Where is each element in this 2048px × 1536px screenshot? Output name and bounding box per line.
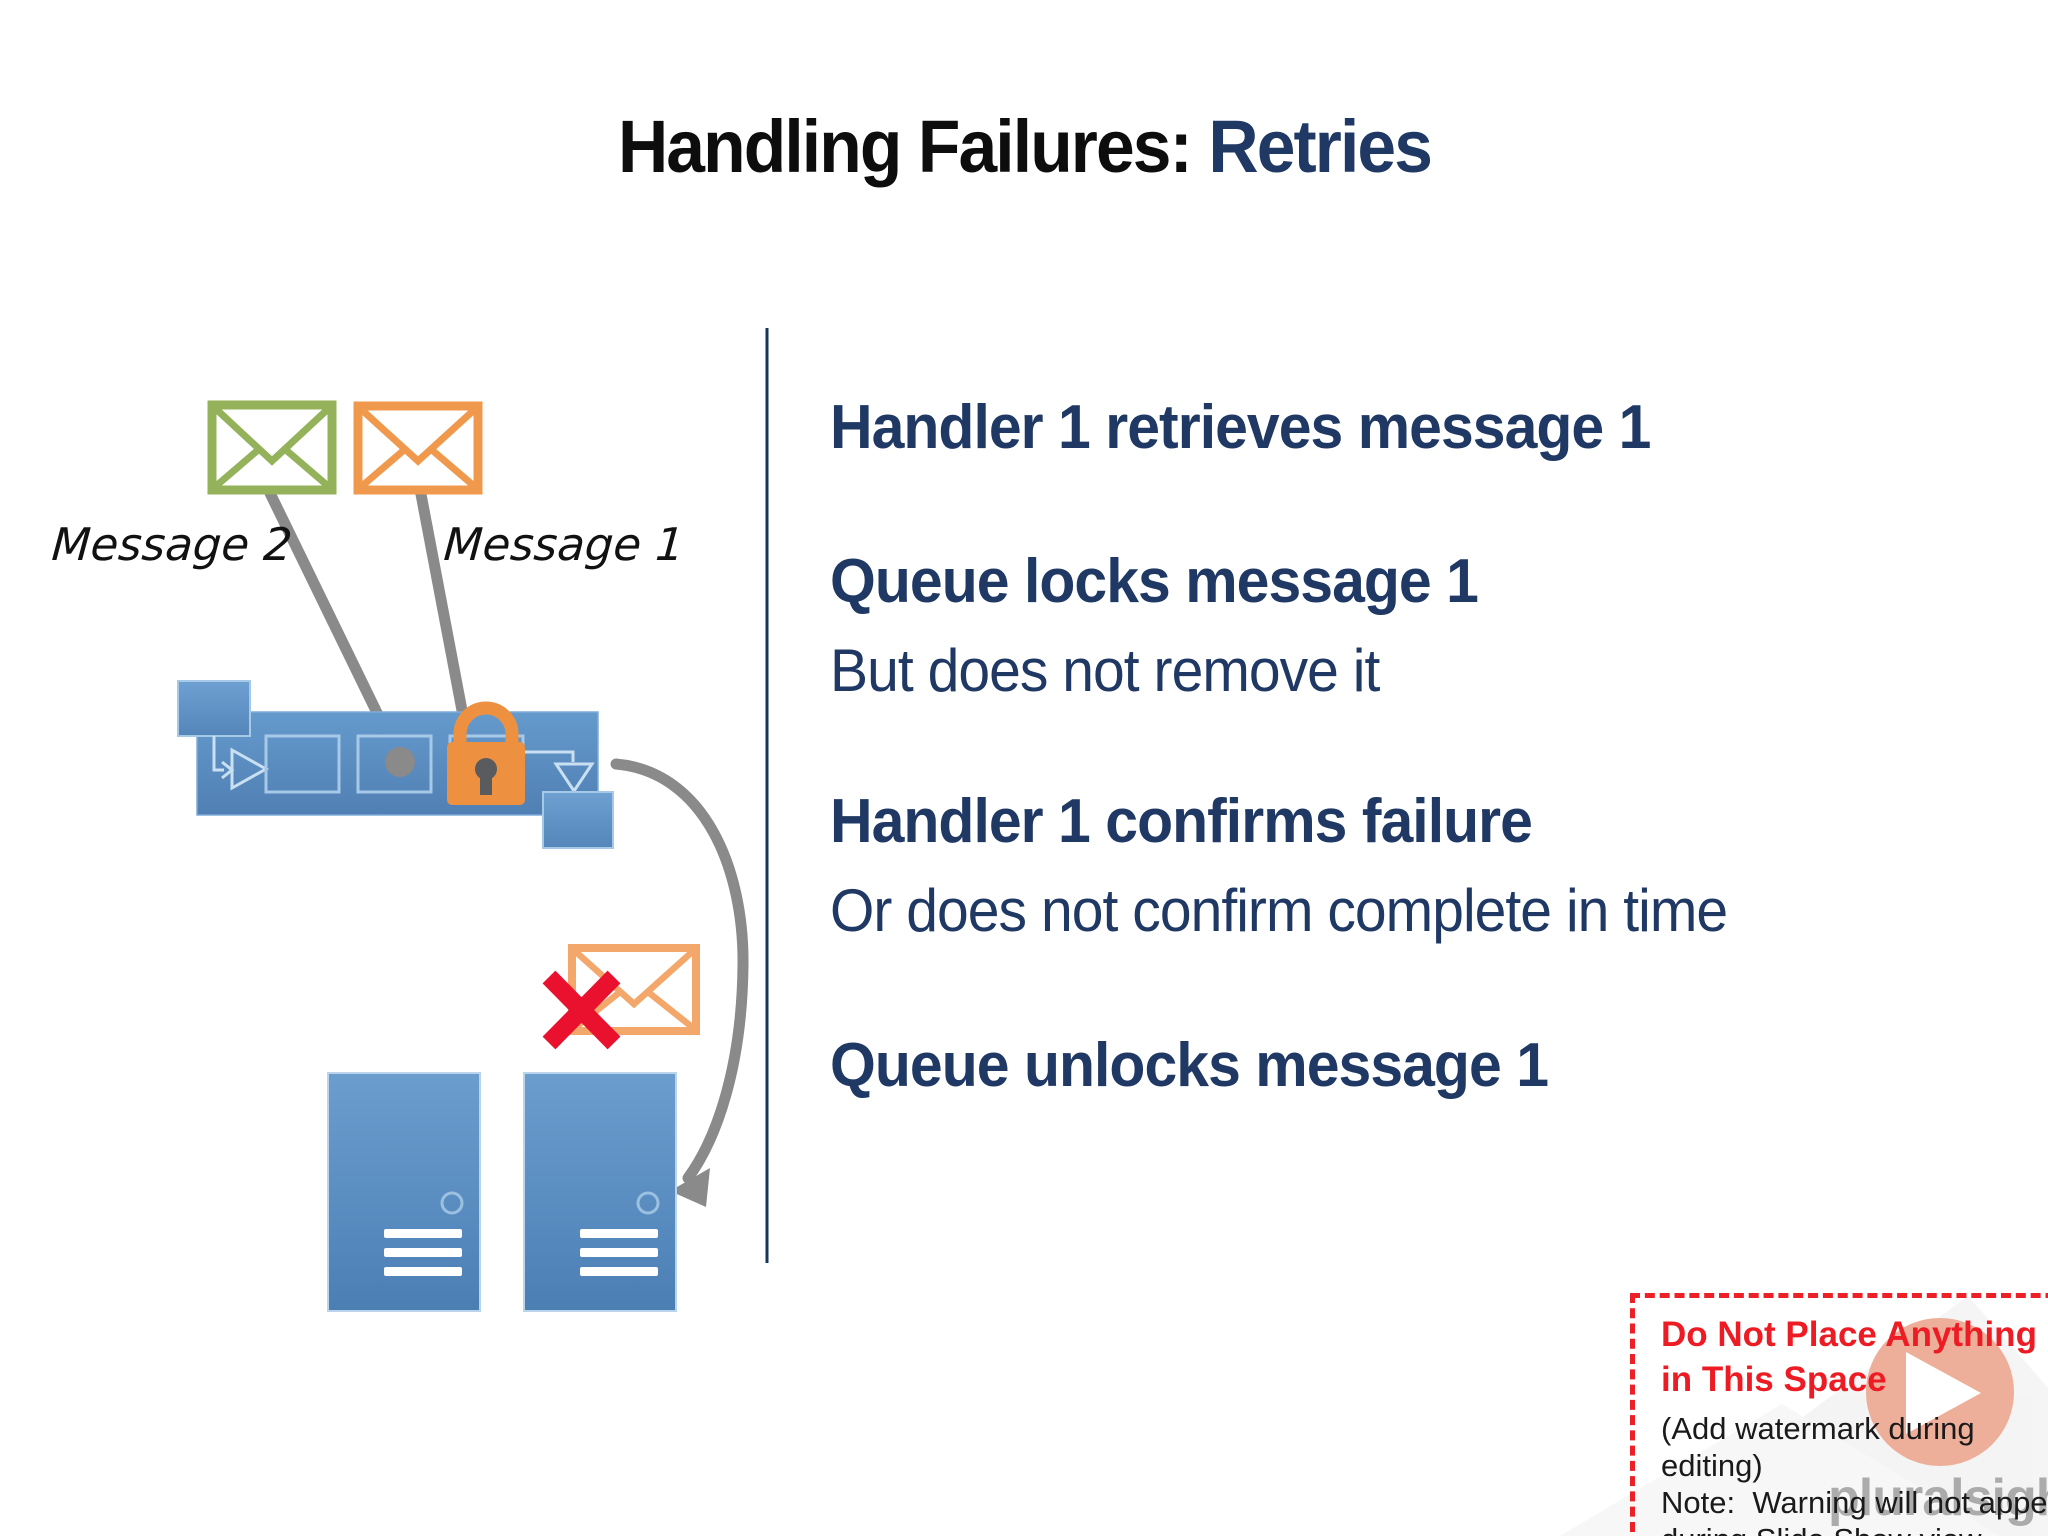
play-triangle-icon <box>230 747 270 791</box>
queue-slot-2 <box>356 734 433 794</box>
red-x-icon <box>542 970 621 1050</box>
text-does-not-remove: But does not remove it <box>830 637 1380 704</box>
handler-box <box>542 791 614 849</box>
green-envelope-icon <box>207 400 337 495</box>
pluralsight-watermark: pluralsight <box>1828 1469 2048 1527</box>
message-2-label: Message 2 <box>50 518 295 571</box>
queue-slot-1 <box>264 734 341 794</box>
text-handler1-confirms: Handler 1 confirms failure <box>830 787 1533 856</box>
lock-icon <box>447 701 525 805</box>
retry-arrow <box>610 758 749 1207</box>
server-2-icon <box>523 1072 677 1312</box>
text-queue-locks: Queue locks message 1 <box>830 547 1479 616</box>
warning-black-line-4: during Slide Show view. <box>1661 1521 2048 1536</box>
play-button-icon <box>1866 1318 2014 1466</box>
text-handler1-retrieves: Handler 1 retrieves message 1 <box>830 393 1651 462</box>
queue-input-box <box>177 680 251 737</box>
page-title: Handling Failures: Retries <box>0 104 2048 189</box>
orange-envelope-icon <box>353 401 483 495</box>
message-1-label: Message 1 <box>442 518 687 571</box>
warning-black-line-1: (Add watermark during <box>1661 1411 1975 1446</box>
down-triangle-icon <box>553 762 595 794</box>
title-prefix: Handling Failures: <box>617 105 1208 188</box>
warning-black-line-2: editing) <box>1661 1448 1763 1483</box>
warning-red-line-2: in This Space <box>1661 1360 1887 1399</box>
queue-bar <box>177 680 614 849</box>
do-not-place-warning-box: Do Not Place Anything in This Space (Add… <box>1630 1293 2048 1536</box>
title-highlight: Retries <box>1207 105 1433 188</box>
warning-black-line-3: Note: Warning will not appear <box>1661 1485 2048 1520</box>
text-queue-unlocks: Queue unlocks message 1 <box>830 1031 1549 1100</box>
leader-dot <box>385 747 415 777</box>
server-1-icon <box>327 1072 481 1312</box>
warning-red-line-1: Do Not Place Anything <box>1661 1315 2037 1354</box>
text-not-confirm-in-time: Or does not confirm complete in time <box>830 877 1728 944</box>
arrowhead-icon <box>670 1168 710 1207</box>
